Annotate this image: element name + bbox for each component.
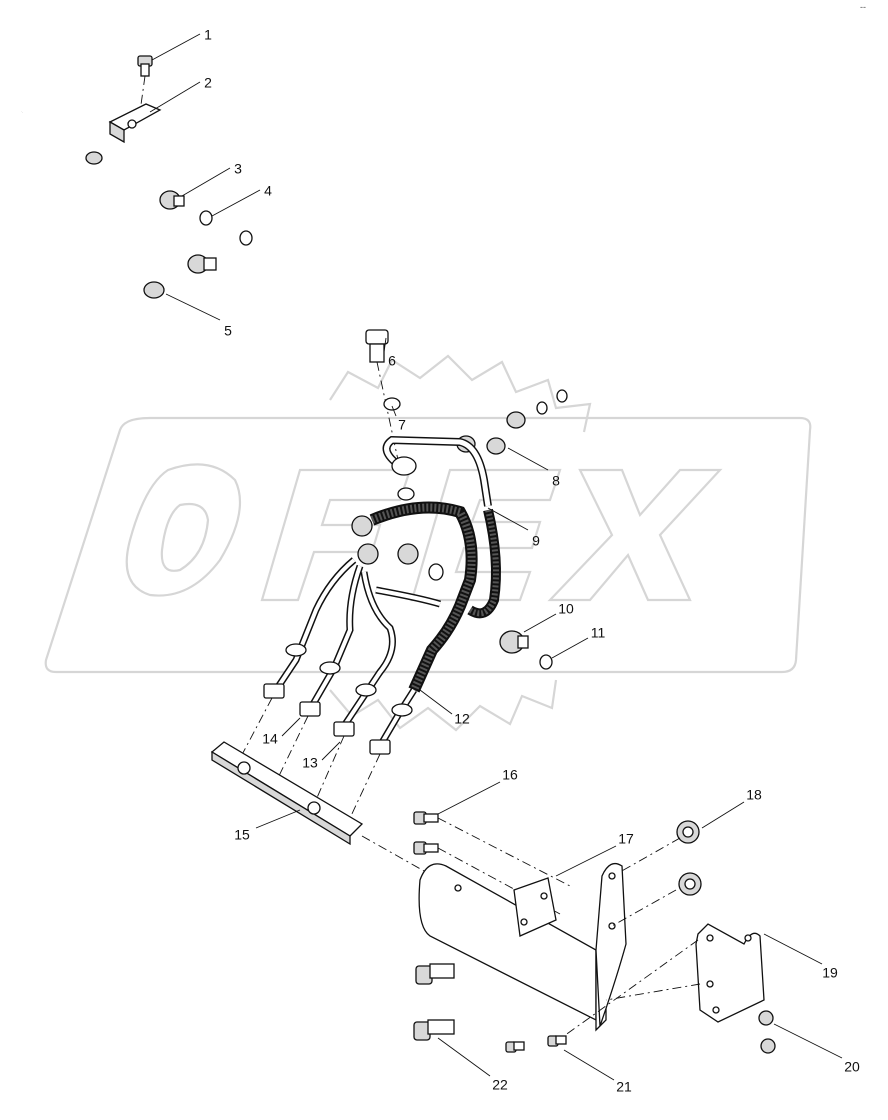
leader-line-19 xyxy=(763,933,823,965)
part-8-fittings xyxy=(456,389,568,455)
part-9-hose xyxy=(369,501,501,693)
part-4-washer xyxy=(199,210,213,226)
leader-line-18 xyxy=(701,801,745,829)
callout-21: 21 xyxy=(616,1079,632,1095)
callout-1: 1 xyxy=(204,27,212,43)
callout-13: 13 xyxy=(302,755,318,771)
leader-line-12 xyxy=(419,689,453,715)
callout-4: 4 xyxy=(264,183,272,199)
callout-18: 18 xyxy=(746,787,762,803)
leader-line-22 xyxy=(437,1037,491,1077)
callout-14: 14 xyxy=(262,731,278,747)
leader-line-2 xyxy=(149,81,201,113)
leader-line-15 xyxy=(255,809,301,829)
leader-line-7 xyxy=(391,405,397,417)
callout-2: 2 xyxy=(204,75,212,91)
callout-22: 22 xyxy=(492,1077,508,1093)
callout-15: 15 xyxy=(234,827,250,843)
part-22-bolts xyxy=(413,963,455,1041)
part-21-bolts xyxy=(505,1035,567,1053)
callout-7: 7 xyxy=(398,417,406,433)
callout-6: 6 xyxy=(388,353,396,369)
part-17-bracket xyxy=(418,862,627,1032)
leader-line-8 xyxy=(507,447,549,471)
corner-mark: -- xyxy=(860,2,866,12)
watermark-logo xyxy=(44,354,812,732)
leader-line-13 xyxy=(321,741,341,761)
leader-line-14 xyxy=(281,717,301,737)
part-11-washer xyxy=(539,654,553,670)
part-7-washer xyxy=(383,397,415,501)
part-16-bolts xyxy=(413,811,439,855)
callout-3: 3 xyxy=(234,161,242,177)
callout-20: 20 xyxy=(844,1059,860,1075)
leader-line-3 xyxy=(181,167,231,197)
leader-line-1 xyxy=(151,33,201,61)
upper-rigid-pipe xyxy=(20,105,165,299)
part-10-fitting xyxy=(499,630,529,654)
center-fittings xyxy=(351,515,444,581)
part-1-bolt xyxy=(137,55,153,77)
leader-line-17 xyxy=(555,845,617,877)
banjo-pipe xyxy=(382,435,492,507)
part-18-spacers xyxy=(676,820,702,896)
callout-10: 10 xyxy=(558,601,574,617)
callout-12: 12 xyxy=(454,711,470,727)
leader-line-4 xyxy=(211,189,261,217)
leader-line-16 xyxy=(437,781,501,815)
part-5-fitting xyxy=(187,230,253,274)
leader-line-10 xyxy=(523,613,557,633)
part-19-plate xyxy=(695,923,765,1023)
part-6-banjo-bolt xyxy=(365,329,389,363)
callout-11: 11 xyxy=(591,625,606,641)
part-15-bar xyxy=(210,741,364,846)
leader-line-5 xyxy=(165,293,221,321)
callout-17: 17 xyxy=(618,831,634,847)
callout-8: 8 xyxy=(552,473,560,489)
lower-tubes xyxy=(263,557,442,755)
part-20-nuts xyxy=(758,1010,776,1054)
callout-5: 5 xyxy=(224,323,232,339)
leader-line-9 xyxy=(487,507,529,531)
part-3-fitting xyxy=(159,190,185,210)
leader-line-11 xyxy=(551,637,589,659)
part-2-clamp xyxy=(108,103,162,144)
callout-16: 16 xyxy=(502,767,518,783)
leader-line-21 xyxy=(563,1049,615,1081)
callout-9: 9 xyxy=(532,533,540,549)
leader-line-6 xyxy=(383,337,387,353)
leader-line-20 xyxy=(773,1023,843,1059)
callout-19: 19 xyxy=(822,965,838,981)
